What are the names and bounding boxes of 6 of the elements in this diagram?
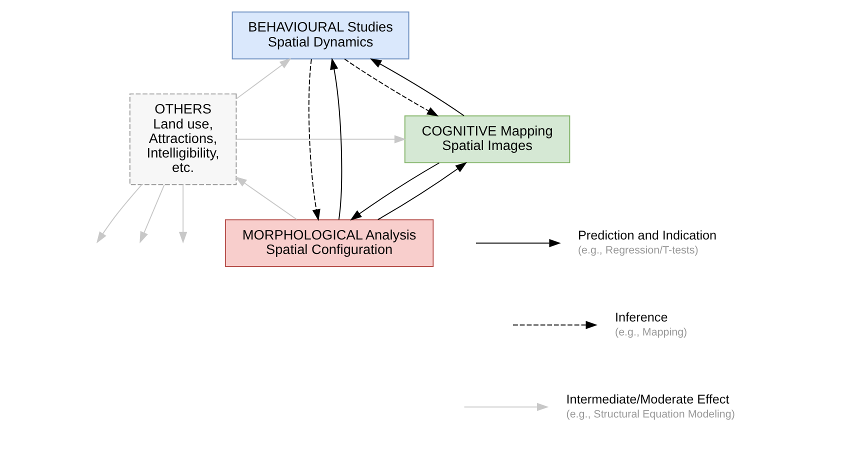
label: (e.g., Structural Equation Modeling)	[566, 408, 735, 420]
legend-label: Prediction and Indication	[578, 228, 717, 243]
legend-label: Intermediate/Moderate Effect	[566, 392, 730, 406]
legend-label: Inference	[615, 310, 668, 325]
label: (e.g., Regression/T-tests)	[578, 244, 698, 257]
label: (e.g., Mapping)	[615, 326, 688, 339]
